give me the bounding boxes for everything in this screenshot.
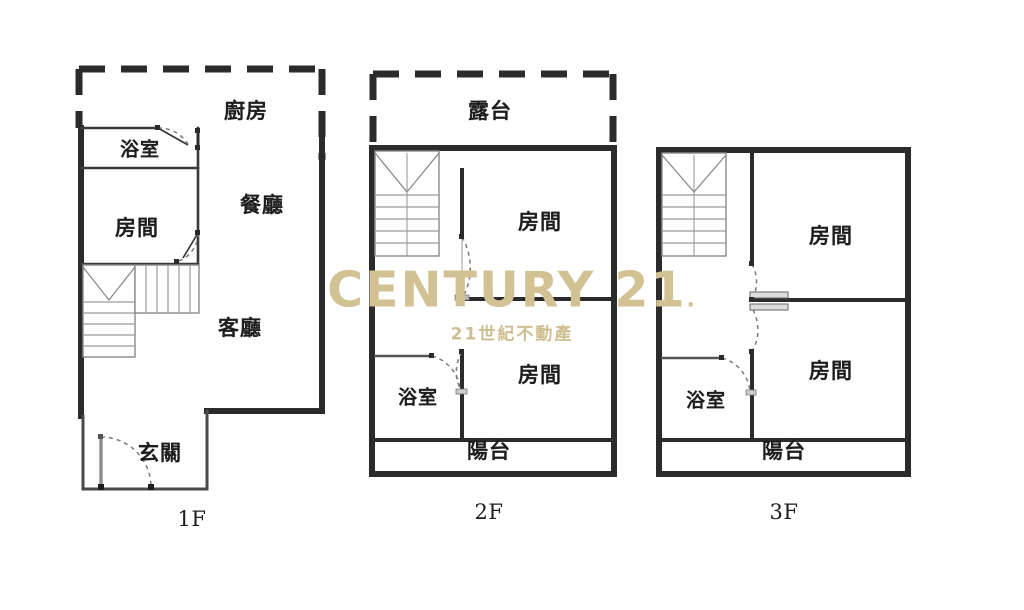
3f-interior-walls [657,150,910,442]
floor-2f-label-terrace: 露台 [468,99,512,123]
3f-outer-walls [656,147,911,477]
floor-2f-label-bathroom: 浴室 [397,386,439,409]
floor-1f-caption: 1F [177,507,207,531]
2f-terrace-dashed-boundary [369,70,617,145]
floor-1f-label-bathroom: 浴室 [119,138,161,161]
floor-3f-caption: 3F [769,500,799,524]
floor-1f-label-dining: 餐廳 [240,193,284,217]
2f-outer-walls [369,145,617,477]
floor-1f-label-bedroom: 房間 [115,216,159,240]
floor-2f-label-balcony: 陽台 [467,439,511,463]
floor-1f-label-entrance: 玄關 [138,441,182,465]
2f-stair [374,150,440,257]
1f-doors [98,125,200,490]
3f-stair [661,152,727,257]
floor-plan-1f [75,65,326,491]
floor-1f-label-living: 客廳 [218,316,262,340]
floor-3f-label-bedroom-2: 房間 [809,359,853,383]
3f-doors [719,261,789,396]
floor-3f-label-balcony: 陽台 [762,439,806,463]
floor-3f-label-bedroom-1: 房間 [809,224,853,248]
floor-2f-caption: 2F [474,500,504,524]
floor-2f-label-bedroom-1: 房間 [518,210,562,234]
floor-3f-label-bathroom: 浴室 [685,389,727,412]
floor-plan-2f [369,70,617,477]
1f-stair [82,264,200,358]
floor-2f-label-bedroom-2: 房間 [518,363,562,387]
2f-interior-walls [370,168,616,442]
1f-outer-walls [78,125,325,419]
floor-1f-label-kitchen: 廚房 [224,99,268,123]
floor-plan-3f [656,147,911,477]
2f-doors [429,234,472,395]
1f-dashed-boundary [75,65,326,160]
